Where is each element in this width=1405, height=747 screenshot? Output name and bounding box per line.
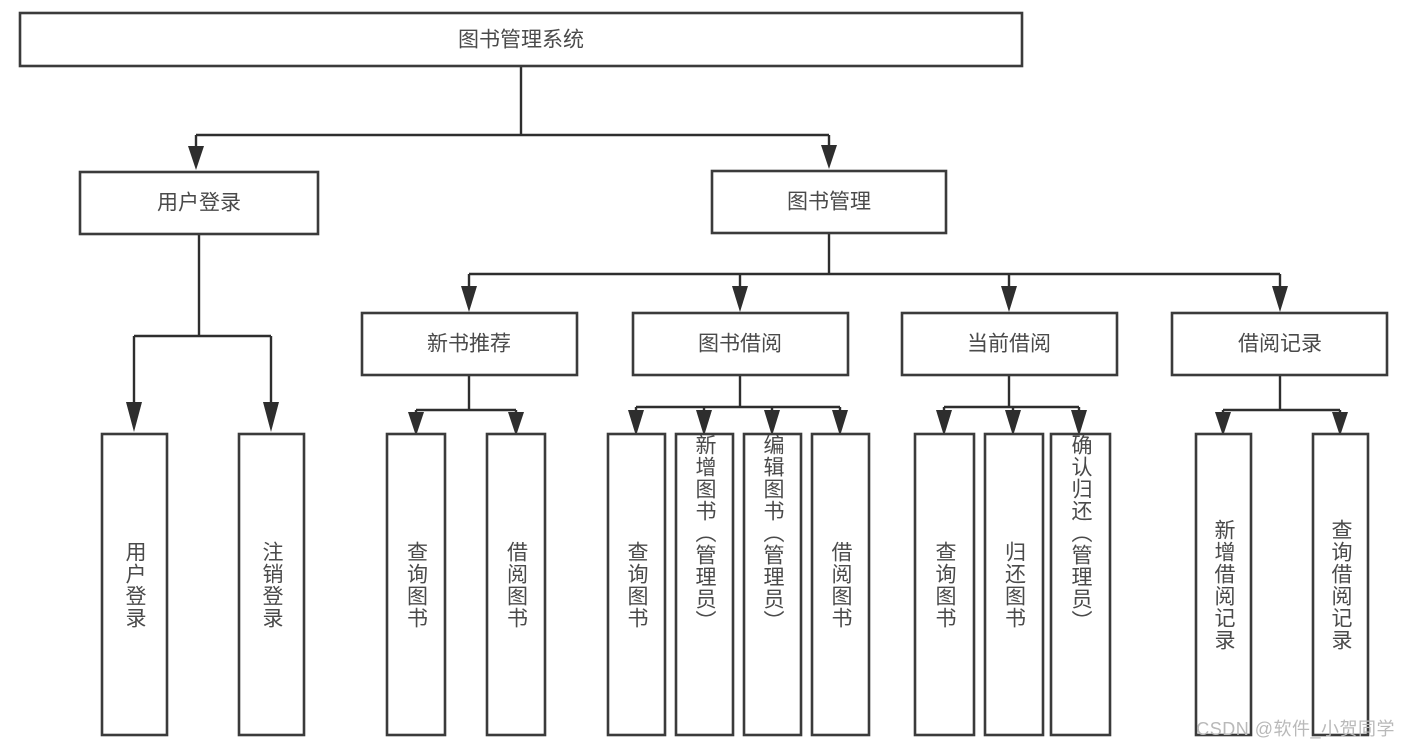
leaf-box-book-borrow-3[interactable] <box>742 432 803 737</box>
connector-group-book-mgmt <box>461 233 1288 312</box>
arrow-to-borrow-record <box>1272 286 1288 312</box>
connector-group-borrow-record <box>1215 375 1348 436</box>
node-new-book-box[interactable] <box>360 311 579 377</box>
leaf-box-current-borrow-2[interactable] <box>983 432 1045 737</box>
arrow-to-new-book <box>461 286 477 312</box>
node-book-mgmt-label: 图书管理 <box>787 191 871 214</box>
arrow-to-user-login <box>188 146 204 170</box>
node-book-mgmt-box[interactable] <box>710 169 948 235</box>
arrow-leaf-book-borrow-1 <box>628 410 644 436</box>
arrow-leaf-book-borrow-3 <box>764 410 780 436</box>
watermark-text: CSDN @软件_小贺同学 <box>1196 719 1395 739</box>
arrow-leaf-book-borrow-2 <box>696 410 712 436</box>
arrow-leaf-borrow-record-2 <box>1332 412 1348 436</box>
arrow-leaf-book-borrow-4 <box>832 410 848 436</box>
leaf-box-user-login-2[interactable] <box>237 432 306 737</box>
leaf-box-book-borrow-4[interactable] <box>810 432 871 737</box>
leaf-box-current-borrow-3[interactable] <box>1049 432 1112 737</box>
leaf-box-borrow-record-2[interactable] <box>1311 432 1370 737</box>
leaf-box-book-borrow-2[interactable] <box>674 432 735 737</box>
arrow-leaf-borrow-record-1 <box>1215 412 1231 436</box>
connector-group-new-book <box>408 375 524 436</box>
connector-group-user-login <box>126 234 279 432</box>
node-root-label: 图书管理系统 <box>458 29 584 52</box>
arrow-to-book-borrow <box>732 286 748 312</box>
leaf-box-book-borrow-1[interactable] <box>606 432 667 737</box>
node-user-login-box[interactable] <box>78 170 320 236</box>
arrow-to-book-mgmt <box>821 145 837 169</box>
leaf-box-new-book-2[interactable] <box>485 432 547 737</box>
node-book-borrow-box[interactable] <box>631 311 850 377</box>
leaf-box-new-book-1[interactable] <box>385 432 447 737</box>
leaf-box-borrow-record-1[interactable] <box>1194 432 1253 737</box>
arrow-leaf-user-login-2 <box>263 402 279 432</box>
node-new-book-label: 新书推荐 <box>427 333 511 356</box>
arrow-leaf-user-login-1 <box>126 402 142 432</box>
connector-group-current-borrow <box>936 375 1087 436</box>
arrow-leaf-new-book-1 <box>408 412 424 436</box>
arrow-leaf-current-borrow-1 <box>936 410 952 436</box>
arrow-leaf-current-borrow-3 <box>1071 410 1087 436</box>
leaf-box-current-borrow-1[interactable] <box>913 432 976 737</box>
node-borrow-record-label: 借阅记录 <box>1238 333 1322 356</box>
connector-group-book-borrow <box>628 375 848 436</box>
node-user-login-label: 用户登录 <box>157 192 241 215</box>
node-root-box[interactable] <box>18 11 1024 68</box>
leaf-box-user-login-1[interactable] <box>100 432 169 737</box>
arrow-leaf-current-borrow-2 <box>1005 410 1021 436</box>
node-book-borrow-label: 图书借阅 <box>698 333 782 356</box>
node-current-borrow-label: 当前借阅 <box>967 333 1051 356</box>
node-borrow-record-box[interactable] <box>1170 311 1389 377</box>
connector-group-root <box>188 66 837 170</box>
arrow-to-current-borrow <box>1001 286 1017 312</box>
arrow-leaf-new-book-2 <box>508 412 524 436</box>
node-current-borrow-box[interactable] <box>900 311 1119 377</box>
